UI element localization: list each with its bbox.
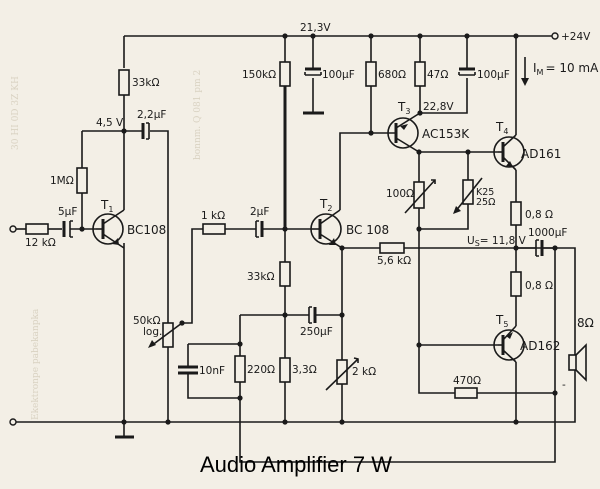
t4-ref: T4 xyxy=(495,120,508,136)
resistor-r-t3-base xyxy=(365,61,377,87)
resistor-r-33 xyxy=(279,357,291,383)
c-input-label: 5μF xyxy=(58,206,77,218)
speaker-impedance-label: 8Ω xyxy=(577,316,594,330)
resistor-r-ntc xyxy=(462,179,474,205)
resistor-r-t1-collector xyxy=(118,69,130,96)
t3-ref: T3 xyxy=(397,100,410,116)
t5-ref: T5 xyxy=(495,313,508,329)
input-terminal[interactable] xyxy=(9,225,17,233)
resistor-r-emitter-t5 xyxy=(510,271,522,297)
c-rail-1-label: 100μF xyxy=(322,69,355,81)
resistor-r-220 xyxy=(234,355,246,383)
polarity-mark: - xyxy=(562,379,566,391)
c-emitter-label: 250μF xyxy=(300,326,333,338)
c-rail-2-label: 100μF xyxy=(477,69,510,81)
capacitors xyxy=(62,67,544,375)
capacitor-c-10n xyxy=(178,365,198,375)
resistor-r-t2-bias-bottom xyxy=(279,261,291,287)
c-coupling-1-label: 2,2μF xyxy=(137,109,166,121)
potentiometer-volume[interactable] xyxy=(162,322,174,348)
capacitor-c-output xyxy=(535,239,544,257)
capacitor-c-rail-1 xyxy=(304,67,322,76)
r-ntc-type-label: K25 xyxy=(476,187,494,198)
t3-emitter-voltage: 22,8V xyxy=(423,101,454,113)
r-220-label: 220Ω xyxy=(247,364,275,376)
capacitor-c-coupling-2 xyxy=(255,220,264,238)
rail-voltage-label: 21,3V xyxy=(300,22,331,34)
svg-text:Ekektronpe pabekanpka: Ekektronpe pabekanpka xyxy=(31,308,41,420)
pot-volume-label: 50kΩ xyxy=(133,315,160,327)
r-470-label: 470Ω xyxy=(453,375,481,387)
r-t3-base-label: 680Ω xyxy=(378,69,406,81)
r-t3-emitter-label: 47Ω xyxy=(427,69,448,81)
ground-terminal[interactable] xyxy=(9,418,17,426)
quiescent-current-label: IM= 10 mA xyxy=(533,61,599,77)
r-t1-bias-label: 1MΩ xyxy=(50,175,74,187)
resistor-r-bias-trim xyxy=(413,181,425,209)
svg-text:bonnm. Q 081 pm 2: bonnm. Q 081 pm 2 xyxy=(193,70,203,160)
r-emitter-t4-label: 0,8 Ω xyxy=(525,209,553,221)
resistor-r-t2-base xyxy=(202,223,226,235)
capacitor-c-rail-2 xyxy=(458,67,476,76)
t1-collector-voltage: 4,5 V xyxy=(96,117,124,129)
resistor-r-emitter-t4 xyxy=(510,201,522,226)
r-t2-bias-top-label: 150kΩ xyxy=(242,69,276,81)
transistor-t4 xyxy=(493,134,525,171)
capacitor-c-coupling-1 xyxy=(141,122,150,140)
t4-type: AD161 xyxy=(521,147,561,161)
resistor-r-470 xyxy=(454,387,478,399)
speaker-icon xyxy=(568,343,587,382)
resistor-r-feedback xyxy=(379,242,405,254)
t5-type: AD162 xyxy=(520,339,560,353)
r-input-label: 12 kΩ xyxy=(25,237,56,249)
r-t2-bias-bottom-label: 33kΩ xyxy=(247,271,274,283)
r-33-label: 3,3Ω xyxy=(292,364,317,376)
r-feedback-label: 5,6 kΩ xyxy=(377,255,411,267)
wiring xyxy=(16,35,576,463)
diagram-title: Audio Amplifier 7 W xyxy=(200,452,392,477)
transistor-t5 xyxy=(493,325,525,363)
resistor-r-t2-bias-top xyxy=(279,61,291,87)
r-ntc-label: 25Ω xyxy=(476,197,495,208)
resistors xyxy=(25,61,522,399)
current-arrow xyxy=(521,57,529,86)
svg-text:30 HI 0D 3Z KH: 30 HI 0D 3Z KH xyxy=(11,76,21,150)
resistor-r-t1-bias xyxy=(76,167,88,194)
t1-type: BC108 xyxy=(127,223,166,237)
supply-label: +24V xyxy=(561,31,591,43)
t2-type: BC 108 xyxy=(346,223,389,237)
pot-volume-taper: log. xyxy=(143,326,162,338)
resistor-r-2k xyxy=(336,359,348,385)
r-2k-label: 2 kΩ xyxy=(352,366,376,378)
labels: +24V 21,3V IM= 10 mA 4,5 V 22,8V US= 11,… xyxy=(25,22,599,391)
capacitor-c-input xyxy=(62,220,73,238)
resistor-r-t3-emitter xyxy=(414,61,426,87)
paper-texture: 30 HI 0D 3Z KH Ekektronpe pabekanpka bon… xyxy=(11,70,203,420)
c-10n-label: 10nF xyxy=(199,365,225,377)
c-output-label: 1000μF xyxy=(528,227,567,239)
resistor-r-input xyxy=(25,223,49,235)
c-coupling-2-label: 2μF xyxy=(250,206,269,218)
midpoint-voltage: US= 11,8 V xyxy=(467,235,527,248)
t1-ref: T1 xyxy=(100,198,113,214)
t3-type: AC153K xyxy=(422,127,470,141)
capacitor-c-emitter xyxy=(308,306,317,324)
transistor-t3 xyxy=(371,112,421,153)
r-emitter-t5-label: 0,8 Ω xyxy=(525,280,553,292)
r-bias-trim-label: 100Ω xyxy=(386,188,414,200)
svg-text:IM= 10 mA: IM= 10 mA xyxy=(533,61,599,77)
transistor-t1 xyxy=(92,209,125,249)
r-t2-base-label: 1 kΩ xyxy=(201,210,225,222)
r-t1-collector-label: 33kΩ xyxy=(132,77,159,89)
t2-ref: T2 xyxy=(319,197,332,213)
supply-terminal[interactable] xyxy=(551,32,559,40)
transistor-t2 xyxy=(310,209,343,249)
